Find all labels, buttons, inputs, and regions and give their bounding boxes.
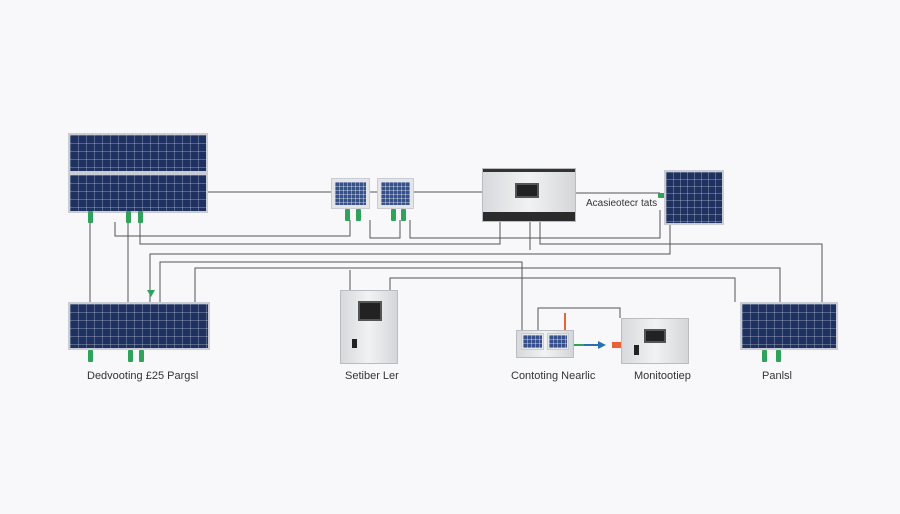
monitor-display <box>644 329 666 343</box>
charge-controller <box>516 330 574 358</box>
solar-panel-top-left-lower <box>68 173 208 213</box>
monitor-unit <box>621 318 689 364</box>
monitor-label: Monitootiep <box>634 370 691 382</box>
connector-icon <box>138 211 143 223</box>
solar-panel-top-left-upper <box>68 133 208 173</box>
connector-icon <box>776 350 781 362</box>
connector-icon <box>345 209 350 221</box>
inverter <box>482 168 576 222</box>
controller-label: Contoting Nearlic <box>511 370 596 382</box>
inverter-side-label: Acasieotecr tats <box>586 198 658 209</box>
bottom-left-panel-label: Dedvooting £25 Pargsl <box>87 370 199 382</box>
solar-panel-bottom-left <box>68 302 210 350</box>
connector-icon <box>88 350 93 362</box>
solar-panel-top-right <box>664 170 724 225</box>
cabinet-label: Setiber Ler <box>345 370 399 382</box>
connector-icon <box>658 193 665 198</box>
small-solar-panel-2 <box>377 178 414 209</box>
connector-icon <box>128 350 133 362</box>
inverter-display <box>515 183 539 198</box>
connector-icon <box>88 211 93 223</box>
connector-icon <box>762 350 767 362</box>
battery-cabinet <box>340 290 398 364</box>
connector-icon <box>356 209 361 221</box>
connector-icon <box>391 209 396 221</box>
solar-panel-bottom-right <box>740 302 838 350</box>
connector-icon <box>126 211 131 223</box>
cabinet-display <box>358 301 382 321</box>
bottom-right-panel-label: Panlsl <box>762 370 792 382</box>
connector-icon <box>401 209 406 221</box>
connector-icon <box>139 350 144 362</box>
small-solar-panel-1 <box>331 178 370 209</box>
